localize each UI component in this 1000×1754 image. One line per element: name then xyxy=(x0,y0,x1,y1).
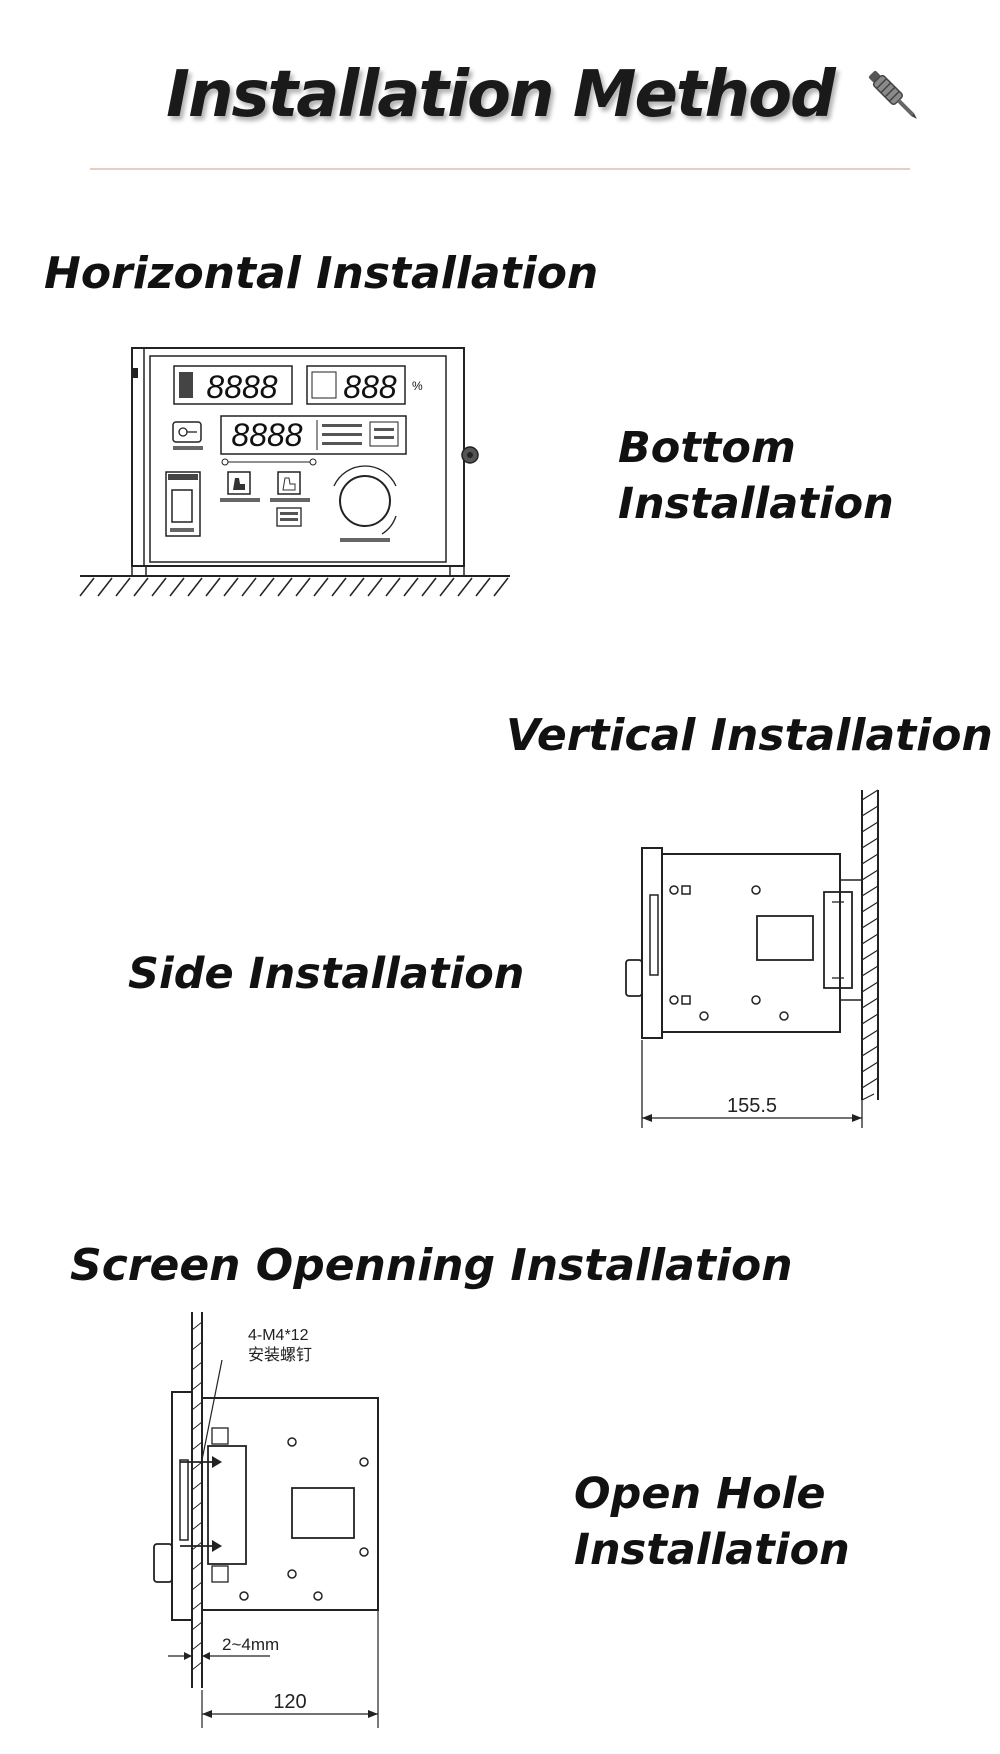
display-middle: 8888 xyxy=(231,417,302,453)
horizontal-installation-diagram: 8888 888 % 8888 xyxy=(79,347,510,597)
header-divider xyxy=(90,168,910,170)
panel-thickness-label: 2~4mm xyxy=(222,1635,279,1654)
screw-note-label: 安装螺钉 xyxy=(248,1346,312,1364)
screen-heading: Screen Openning Installation xyxy=(70,1240,793,1291)
screw-spec-label: 4-M4*12 xyxy=(248,1327,309,1344)
depth-label: 120 xyxy=(273,1691,306,1713)
side-installation-caption: Side Installation xyxy=(128,949,525,999)
vertical-heading: Vertical Installation xyxy=(506,710,993,761)
display-top-right: 888 xyxy=(343,369,397,405)
depth-dimension-label: 155.5 xyxy=(727,1095,777,1117)
vertical-installation-diagram: 155.5 xyxy=(625,789,879,1128)
bottom-installation-caption: Bottom Installation xyxy=(618,423,894,529)
horizontal-heading: Horizontal Installation xyxy=(44,248,599,299)
display-top-left: 8888 xyxy=(206,369,277,405)
screwdriver-icon xyxy=(868,70,917,119)
percent-sign: % xyxy=(412,379,423,393)
page-title: Installation Method xyxy=(166,58,836,132)
open-hole-installation-diagram: 4-M4*12 安装螺钉 2~4mm 120 xyxy=(153,1312,379,1728)
open-hole-installation-caption: Open Hole Installation xyxy=(574,1469,850,1575)
